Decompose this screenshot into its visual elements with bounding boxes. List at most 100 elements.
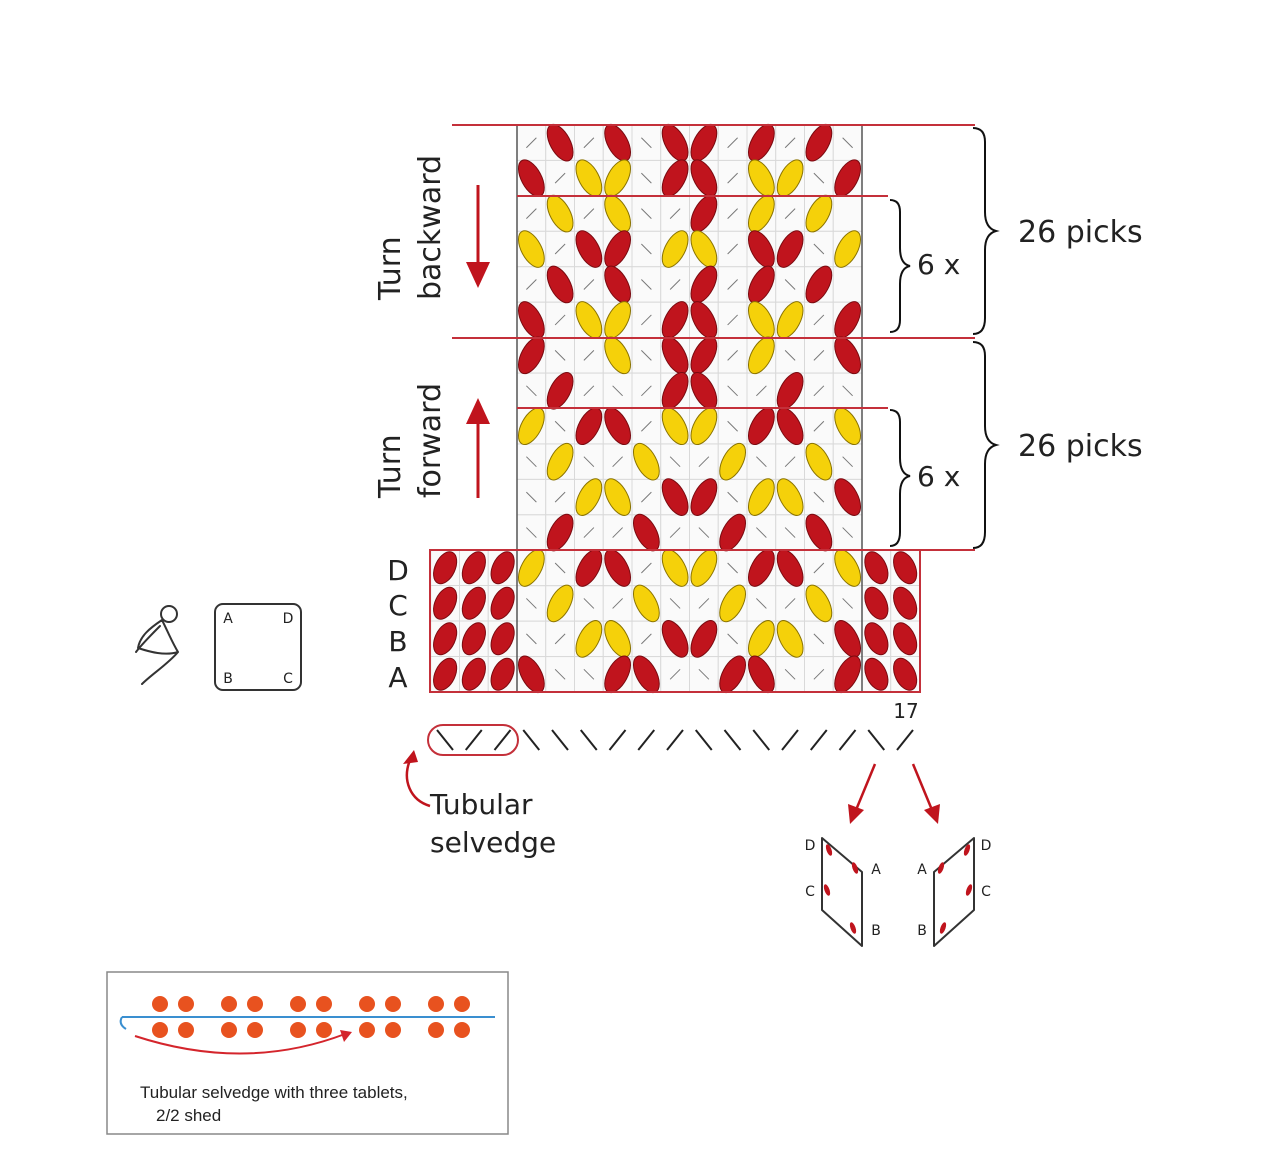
hidden-thread-mark [554, 633, 566, 645]
selvedge-highlight [427, 724, 519, 756]
inset-weft-turn [119, 1016, 127, 1030]
hole-label-b: B [388, 625, 407, 658]
threading-mark [752, 729, 771, 751]
grid-cell [832, 195, 863, 232]
red-float [461, 586, 486, 620]
hidden-thread-mark [784, 350, 796, 361]
hidden-thread-mark [554, 172, 566, 184]
yellow-float [575, 478, 603, 516]
arrow-down-right-icon [911, 763, 940, 824]
hidden-thread-mark [669, 668, 681, 680]
hidden-thread-mark [813, 633, 825, 645]
hidden-thread-mark [526, 279, 537, 290]
hidden-thread-mark [612, 598, 623, 609]
grid-cell [804, 620, 834, 658]
inset-dot [290, 996, 306, 1012]
inset-dot [247, 1022, 263, 1038]
hidden-thread-mark [554, 562, 566, 574]
red-float [461, 622, 486, 656]
arrow-up-icon [466, 398, 490, 498]
red-float [776, 230, 804, 268]
yellow-float [719, 442, 747, 481]
hidden-thread-mark [526, 527, 537, 538]
hidden-thread-mark [583, 527, 595, 538]
yellow-float [834, 230, 862, 268]
hidden-thread-mark [727, 279, 738, 290]
red-float [690, 620, 718, 658]
threading-mark [666, 729, 684, 751]
inset-dot [316, 996, 332, 1012]
hidden-thread-mark [813, 314, 825, 326]
hidden-thread-mark [669, 208, 681, 219]
arrow-down-icon [466, 185, 490, 288]
threading-mark [493, 729, 512, 751]
red-float [461, 551, 486, 585]
hidden-thread-mark [756, 456, 767, 468]
hidden-thread-mark [842, 385, 853, 397]
tubular-selvedge-inset: Tubular selvedge with three tablets, 2/2… [106, 971, 509, 1135]
yellow-float [776, 620, 804, 658]
hidden-thread-mark [813, 243, 825, 255]
hidden-thread-mark [641, 243, 652, 255]
hidden-thread-mark [526, 456, 537, 468]
hidden-thread-mark [813, 562, 825, 574]
tablet-s-c: C [805, 884, 815, 900]
tablet-z-b: B [917, 923, 927, 939]
inset-dot [152, 1022, 168, 1038]
inset-dot [221, 996, 237, 1012]
threading-mark [436, 729, 454, 751]
hidden-thread-mark [669, 279, 681, 290]
red-float [433, 586, 458, 620]
inset-dot [316, 1022, 332, 1038]
yellow-float [546, 584, 574, 623]
hidden-thread-mark [784, 137, 796, 149]
hidden-thread-mark [727, 420, 738, 432]
yellow-float [517, 230, 545, 268]
red-float [834, 478, 862, 516]
hidden-thread-mark [526, 598, 537, 609]
hidden-thread-mark [583, 137, 595, 149]
hidden-thread-mark [727, 491, 738, 503]
hidden-thread-mark [583, 385, 595, 397]
hidden-thread-mark [698, 598, 710, 609]
tablet-square-icon: A D B C [214, 603, 302, 691]
hidden-thread-mark [784, 208, 796, 219]
hidden-thread-mark [554, 668, 566, 680]
red-float [490, 586, 515, 620]
inset-dot [385, 996, 401, 1012]
red-float [805, 265, 833, 304]
brace-icon [889, 127, 1000, 549]
threading-mark [867, 729, 886, 751]
hidden-thread-mark [641, 491, 652, 503]
hidden-thread-mark [641, 420, 652, 432]
hidden-thread-mark [727, 385, 738, 397]
threading-mark [809, 729, 828, 751]
inset-caption-2: 2/2 shed [156, 1106, 221, 1125]
inset-dot [178, 996, 194, 1012]
threading-mark [608, 729, 627, 751]
repeat-count-top: 6 x [917, 248, 960, 281]
yellow-float [632, 442, 660, 481]
hidden-thread-mark [813, 172, 825, 184]
red-float [433, 551, 458, 585]
hidden-thread-mark [583, 598, 595, 609]
tablet-s-b: B [871, 923, 881, 939]
red-float [893, 551, 918, 585]
hidden-thread-mark [813, 668, 825, 680]
inset-dot [221, 1022, 237, 1038]
tablet-z-thread-icon: D A C B [917, 837, 991, 947]
tablet-square-b: B [223, 671, 233, 687]
picks-count-top: 26 picks [1018, 215, 1143, 250]
turn-forward-text-2: forward [413, 383, 448, 498]
selvedge-columns [430, 549, 920, 693]
hidden-thread-mark [842, 598, 853, 609]
tablet-s-d: D [805, 838, 816, 854]
threading-mark [896, 729, 914, 751]
red-float [690, 478, 718, 516]
hidden-thread-mark [727, 137, 738, 149]
hidden-thread-mark [554, 420, 566, 432]
hidden-thread-mark [813, 385, 825, 397]
red-float [864, 551, 889, 585]
tablet-square-c: C [283, 671, 293, 687]
